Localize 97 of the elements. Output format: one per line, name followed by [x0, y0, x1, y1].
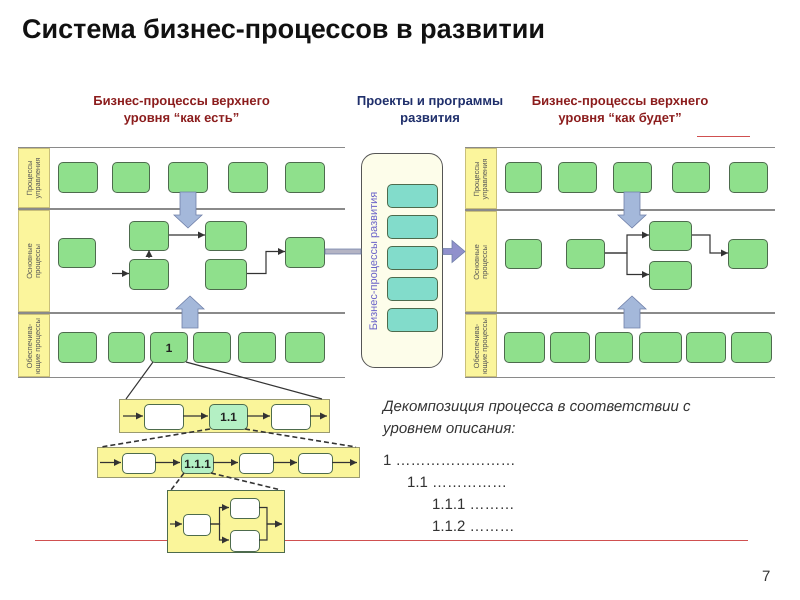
arrow — [692, 234, 728, 256]
dashed-line — [170, 472, 185, 490]
process-box — [729, 162, 768, 193]
arrow — [259, 520, 282, 541]
process-box — [230, 498, 260, 519]
vertical-label: Бизнес-процессы развития — [368, 191, 380, 330]
panel-heading: Бизнес-процессы верхнего уровня “как будет” — [530, 92, 710, 126]
block-arrow — [616, 295, 648, 328]
swimlane — [465, 313, 775, 378]
process-box — [639, 332, 682, 363]
arrow — [605, 252, 649, 278]
arrow — [155, 459, 180, 466]
process-box — [122, 453, 156, 474]
process-strip — [119, 399, 330, 433]
process-box — [672, 162, 710, 193]
process-box: 1.1.1 — [181, 453, 214, 474]
slide-title: Система бизнес-процессов в развитии — [22, 14, 545, 45]
swimlane — [18, 147, 345, 209]
process-box — [285, 332, 325, 363]
process-box — [505, 162, 542, 193]
process-box — [558, 162, 597, 193]
process-box — [205, 259, 247, 290]
dashed-line — [100, 428, 210, 448]
panel-heading: Проекты и программы развития — [356, 92, 504, 126]
arrow — [100, 459, 121, 466]
arrow — [210, 523, 229, 544]
leader-line — [186, 361, 322, 400]
block-arrow — [172, 192, 204, 229]
swimlane — [18, 209, 345, 313]
swimlane — [465, 147, 775, 210]
page-number: 7 — [762, 567, 770, 587]
arrow — [183, 412, 208, 420]
process-box — [649, 221, 692, 251]
arrow — [146, 250, 152, 258]
dashed-line — [244, 428, 356, 448]
process-strip — [97, 447, 360, 478]
arrow — [169, 232, 205, 238]
process-box — [58, 332, 97, 363]
arrow — [273, 459, 297, 466]
block-arrow — [442, 240, 466, 264]
swimlane — [18, 313, 345, 378]
process-box — [129, 259, 169, 290]
process-box — [298, 453, 333, 474]
arrow — [310, 412, 327, 420]
process-box: 1 — [150, 332, 188, 363]
process-box — [230, 530, 260, 552]
block-arrow — [616, 192, 648, 229]
process-box — [271, 404, 311, 430]
process-box — [108, 332, 145, 363]
process-box — [387, 308, 438, 332]
note-text: Декомпозиция процесса в соответствии с уровнем описания: — [383, 397, 692, 439]
arrow — [332, 459, 357, 466]
process-frame — [167, 490, 285, 553]
process-box — [505, 239, 542, 269]
process-box — [112, 162, 150, 193]
process-box — [144, 404, 184, 430]
panel-heading: Бизнес-процессы верхнего уровня “как есть” — [92, 92, 271, 126]
process-box — [595, 332, 633, 363]
list-item: 1.1 …………… — [407, 473, 508, 493]
process-box — [387, 215, 438, 239]
process-box — [387, 184, 438, 208]
process-box — [183, 514, 211, 536]
arrow — [170, 520, 182, 528]
list-item: 1.1.1 ……… — [432, 495, 515, 515]
arrow — [112, 270, 129, 277]
process-box — [193, 332, 231, 363]
process-box — [129, 221, 169, 251]
leader-line — [126, 362, 154, 400]
list-item: 1.1.2 ……… — [432, 517, 515, 537]
process-box — [238, 332, 276, 363]
process-box — [613, 162, 652, 193]
process-box — [649, 261, 692, 290]
process-box — [728, 239, 768, 269]
arrow — [247, 412, 270, 420]
double-line — [324, 248, 362, 254]
process-box — [58, 238, 96, 268]
process-box — [58, 162, 98, 193]
process-box — [566, 239, 605, 269]
block-arrow — [174, 295, 206, 328]
process-box — [686, 332, 726, 363]
process-box — [387, 277, 438, 301]
process-box — [387, 246, 438, 270]
arrow — [123, 412, 143, 420]
swimlane — [465, 210, 775, 313]
process-box — [731, 332, 772, 363]
process-box — [504, 332, 545, 363]
list-item: 1 …………………… — [383, 451, 516, 471]
process-box — [285, 162, 325, 193]
arrow — [213, 459, 238, 466]
process-box — [550, 332, 590, 363]
arrow — [247, 248, 285, 274]
process-box: 1.1 — [209, 404, 248, 430]
process-box — [228, 162, 268, 193]
process-box — [239, 453, 274, 474]
process-box — [168, 162, 208, 193]
process-box — [285, 237, 325, 268]
process-box — [205, 221, 247, 251]
